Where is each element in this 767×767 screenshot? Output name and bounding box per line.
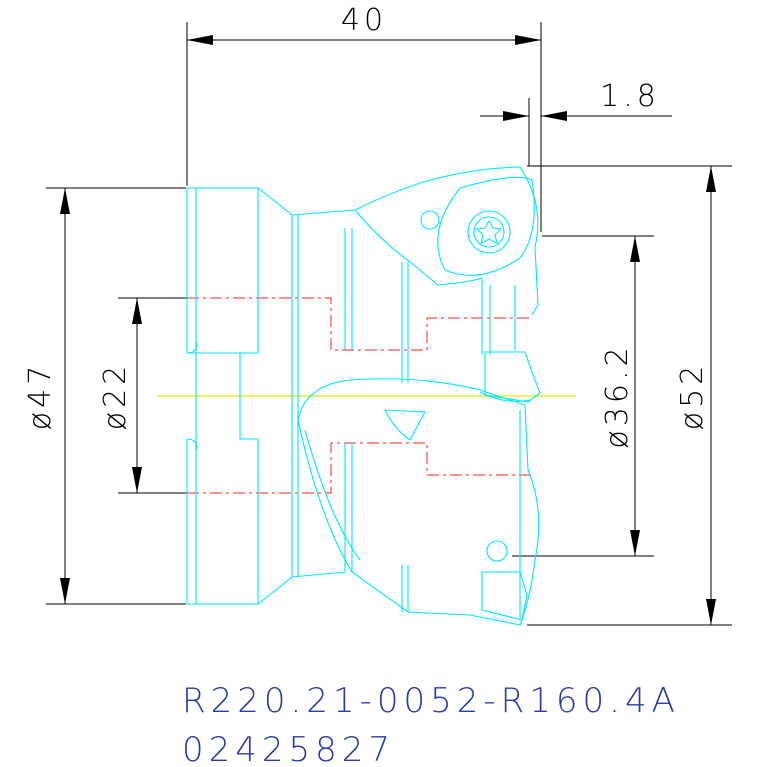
coolant-hole-bottom xyxy=(486,540,508,562)
top-insert xyxy=(437,176,535,276)
middle-insert-edge xyxy=(479,391,531,402)
hub-keyway xyxy=(186,187,240,605)
cutter-body xyxy=(186,166,541,626)
dim-offset-label: 1.8 xyxy=(600,79,660,114)
hidden-line-bottom xyxy=(187,442,532,494)
neck-taper xyxy=(257,187,293,605)
lower-flute-curve xyxy=(304,429,361,561)
dim-47-arrow-top xyxy=(60,188,70,214)
dim-pilot-diameter-label: ø22 xyxy=(98,362,133,431)
insert-screw-inner xyxy=(473,216,505,248)
dim-40-arrow-right xyxy=(515,35,541,45)
dim-1-8-arrow-right xyxy=(541,111,567,121)
torx-icon xyxy=(475,219,503,245)
dim-inner-diameter-label: ø36.2 xyxy=(600,343,635,448)
part-number: R220.21-0052-R160.4A xyxy=(182,681,680,721)
dim-bore-diameter-label: ø47 xyxy=(23,362,58,431)
hidden-line-top xyxy=(187,297,532,351)
dimension-lines xyxy=(46,22,732,626)
hidden-lines xyxy=(187,297,532,494)
dim-47-arrow-bottom xyxy=(60,578,70,604)
coolant-hole-top xyxy=(420,210,440,230)
insert-screw-outer xyxy=(467,210,511,254)
top-pocket-outline xyxy=(291,166,539,316)
hub-outer xyxy=(195,187,259,605)
top-chip-flute xyxy=(354,209,483,286)
dim-cutting-diameter-label: ø52 xyxy=(675,362,710,431)
dim-52-arrow-bottom xyxy=(706,599,716,625)
dim-40-arrow-left xyxy=(187,35,213,45)
lower-pocket-slot xyxy=(384,409,426,441)
keyway-fillets xyxy=(186,342,198,450)
dim-36-arrow-bottom xyxy=(630,530,640,556)
dim-22-arrow-bottom xyxy=(132,467,142,493)
order-code: 02425827 xyxy=(182,730,395,767)
dim-36-arrow-top xyxy=(630,236,640,262)
bottom-insert xyxy=(481,571,528,621)
dim-52-arrow-top xyxy=(706,166,716,192)
lower-chip-flute xyxy=(297,378,540,626)
dim-22-arrow-top xyxy=(132,298,142,324)
dim-length-label: 40 xyxy=(341,3,387,38)
neck-bottom-edge xyxy=(291,571,346,578)
dim-1-8-arrow-left xyxy=(503,111,529,121)
